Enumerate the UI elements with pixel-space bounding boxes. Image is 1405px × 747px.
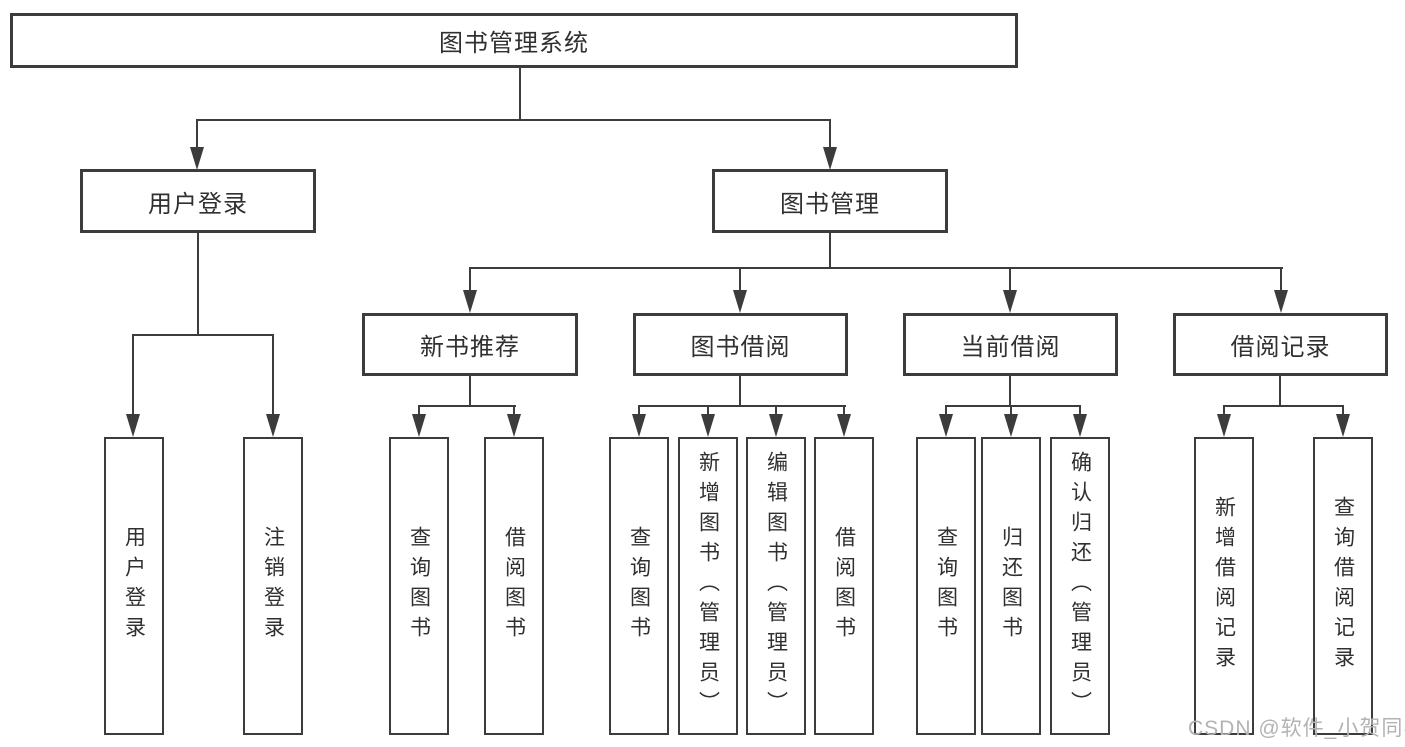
leaf-label: 确认归还（管理员） <box>1068 451 1092 721</box>
leaf-query-borrow-record: 查询借阅记录 <box>1313 437 1373 735</box>
leaf-label: 新增借阅记录 <box>1212 496 1236 676</box>
leaf-query-books-recommend: 查询图书 <box>389 437 449 735</box>
connector-borrow-stub-2 <box>707 405 709 416</box>
connector-newbook-stub-1 <box>418 405 420 416</box>
leaf-label: 借阅图书 <box>832 526 856 646</box>
connector-newbook-vline <box>469 376 471 407</box>
connector-mgmt-hline <box>469 267 1283 269</box>
connector-login-stub-left <box>132 334 134 416</box>
node-book-borrow: 图书借阅 <box>633 313 848 376</box>
connector-newbook-hline <box>418 405 516 407</box>
connector-borrow-stub-4 <box>843 405 845 416</box>
arrowhead-icon <box>507 414 521 437</box>
leaf-user-login: 用户登录 <box>104 437 164 735</box>
connector-current-stub-3 <box>1079 405 1081 416</box>
leaf-label: 查询图书 <box>407 526 431 646</box>
connector-borrow-stub-3 <box>775 405 777 416</box>
arrowhead-icon <box>266 414 280 437</box>
node-borrow-records: 借阅记录 <box>1173 313 1388 376</box>
leaf-label: 新增图书（管理员） <box>696 451 720 721</box>
leaf-label: 查询图书 <box>627 526 651 646</box>
connector-mgmt-vline <box>829 232 831 269</box>
leaf-label: 归还图书 <box>999 526 1023 646</box>
connector-login-stub-right <box>272 334 274 416</box>
leaf-label: 借阅图书 <box>502 526 526 646</box>
arrowhead-icon <box>701 414 715 437</box>
leaf-query-books-borrow: 查询图书 <box>609 437 669 735</box>
connector-current-vline <box>1009 376 1011 407</box>
node-current-borrow: 当前借阅 <box>903 313 1118 376</box>
leaf-label: 编辑图书（管理员） <box>764 451 788 721</box>
connector-root-stub-right <box>829 119 831 150</box>
connector-records-hline <box>1223 405 1344 407</box>
arrowhead-icon <box>823 147 837 170</box>
node-book-management: 图书管理 <box>712 169 948 233</box>
connector-current-stub-1 <box>945 405 947 416</box>
connector-mgmt-stub-2 <box>739 267 741 292</box>
node-user-login: 用户登录 <box>80 169 316 233</box>
arrowhead-icon <box>463 290 477 313</box>
leaf-add-book-admin: 新增图书（管理员） <box>678 437 738 735</box>
arrowhead-icon <box>1274 290 1288 313</box>
connector-records-stub-2 <box>1342 405 1344 416</box>
connector-newbook-stub-2 <box>513 405 515 416</box>
leaf-query-books-current: 查询图书 <box>916 437 976 735</box>
leaf-add-borrow-record: 新增借阅记录 <box>1194 437 1254 735</box>
arrowhead-icon <box>1336 414 1350 437</box>
leaf-borrow-books: 借阅图书 <box>814 437 874 735</box>
arrowhead-icon <box>190 147 204 170</box>
connector-current-stub-2 <box>1010 405 1012 416</box>
connector-borrow-stub-1 <box>638 405 640 416</box>
connector-borrow-vline <box>739 376 741 407</box>
arrowhead-icon <box>939 414 953 437</box>
node-root: 图书管理系统 <box>10 13 1018 68</box>
connector-mgmt-stub-3 <box>1009 267 1011 292</box>
arrowhead-icon <box>769 414 783 437</box>
leaf-borrow-books-recommend: 借阅图书 <box>484 437 544 735</box>
leaf-logout: 注销登录 <box>243 437 303 735</box>
leaf-edit-book-admin: 编辑图书（管理员） <box>746 437 806 735</box>
connector-login-hline <box>132 334 274 336</box>
arrowhead-icon <box>1073 414 1087 437</box>
connector-login-vline <box>197 232 199 336</box>
watermark: CSDN @软件_小贺同学 <box>1188 717 1405 740</box>
arrowhead-icon <box>733 290 747 313</box>
leaf-label: 注销登录 <box>261 526 285 646</box>
arrowhead-icon <box>1004 414 1018 437</box>
leaf-return-book: 归还图书 <box>981 437 1041 735</box>
leaf-label: 用户登录 <box>122 526 146 646</box>
arrowhead-icon <box>412 414 426 437</box>
connector-mgmt-stub-4 <box>1280 267 1282 292</box>
arrowhead-icon <box>632 414 646 437</box>
node-new-book-recommend: 新书推荐 <box>362 313 578 376</box>
arrowhead-icon <box>1217 414 1231 437</box>
connector-root-stub-left <box>196 119 198 150</box>
connector-borrow-hline <box>638 405 846 407</box>
connector-root-hline <box>196 119 831 121</box>
arrowhead-icon <box>126 414 140 437</box>
leaf-confirm-return-admin: 确认归还（管理员） <box>1050 437 1110 735</box>
connector-records-stub-1 <box>1223 405 1225 416</box>
arrowhead-icon <box>1003 290 1017 313</box>
connector-root-vline <box>519 66 521 119</box>
leaf-label: 查询图书 <box>934 526 958 646</box>
connector-mgmt-stub-1 <box>469 267 471 292</box>
connector-records-vline <box>1279 376 1281 407</box>
connector-current-hline <box>945 405 1081 407</box>
leaf-label: 查询借阅记录 <box>1331 496 1355 676</box>
arrowhead-icon <box>837 414 851 437</box>
